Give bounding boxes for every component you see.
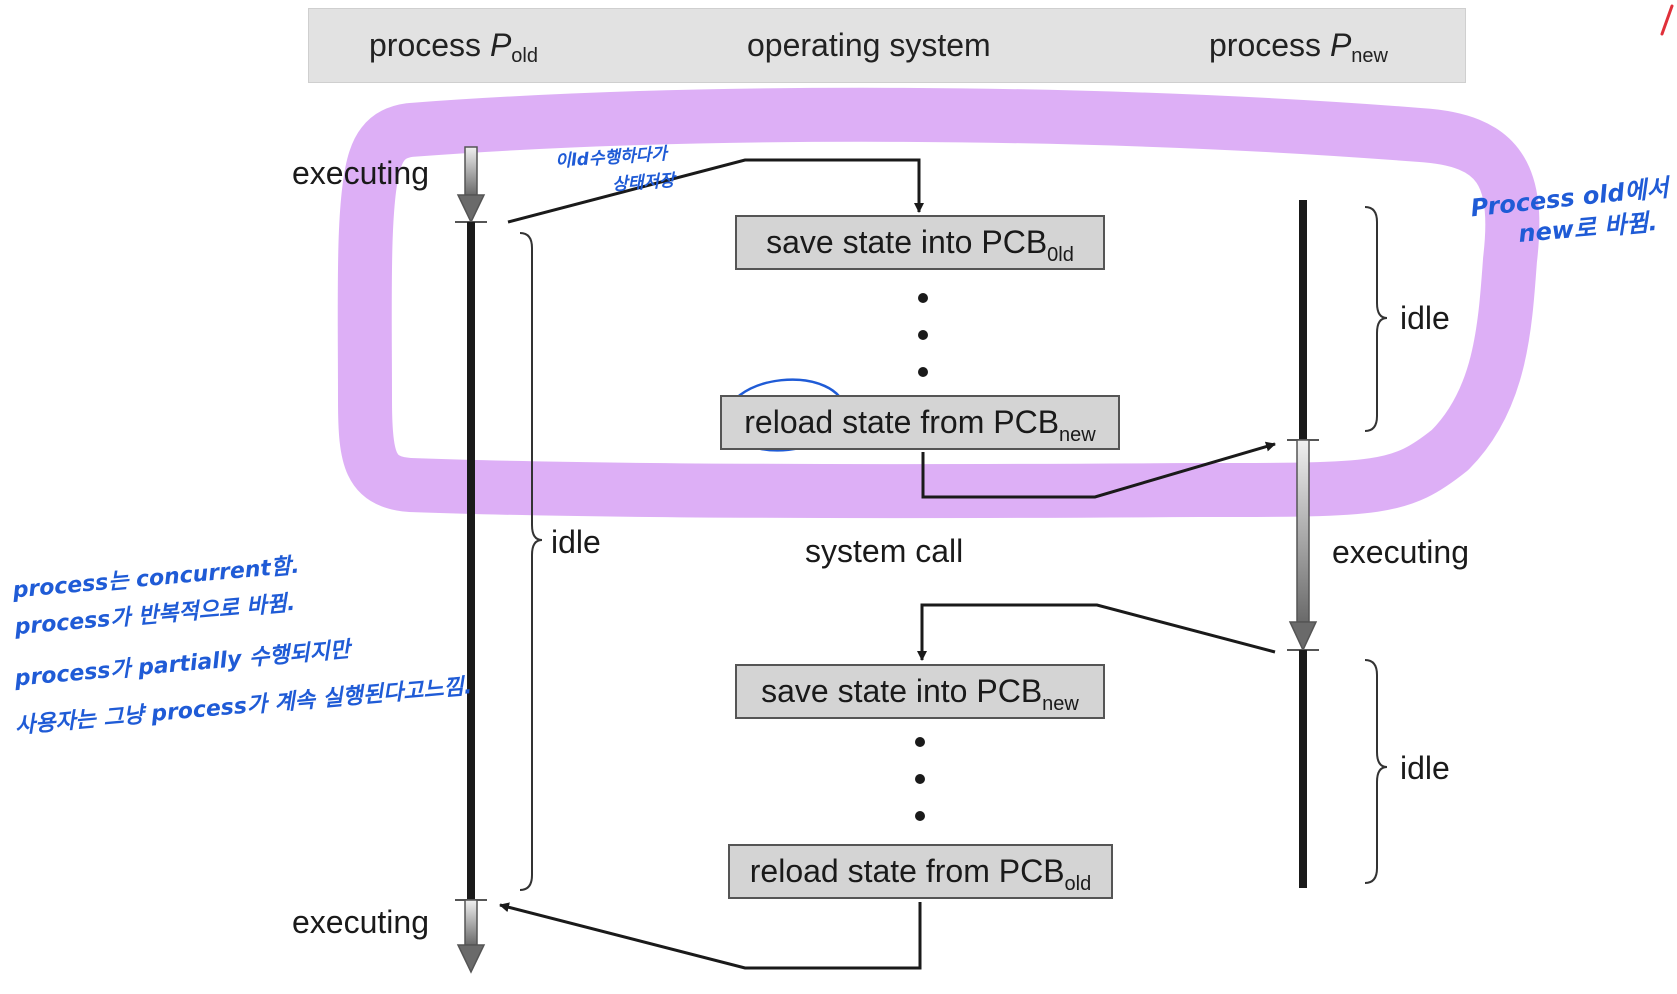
label-executing-old-top: executing [292, 155, 429, 191]
ellipsis-dot [918, 293, 928, 303]
label-executing-new: executing [1332, 534, 1469, 570]
highlight-loop [337, 87, 1540, 519]
flow-arrow-old-to-save [507, 158, 924, 224]
box-reload-state-pcb-old: reload state from PCBold [728, 844, 1113, 899]
ellipsis-dot [915, 811, 925, 821]
executing-arrow-new [1296, 439, 1310, 623]
timeline-process-old [455, 146, 487, 974]
flow-arrow-reload-to-old [499, 902, 922, 970]
header-process-new: process Pnew [1209, 27, 1388, 67]
handwritten-note-old-line2: 상태저장 [611, 170, 676, 196]
brace-idle-new-top [1364, 206, 1388, 432]
executing-arrowhead-old-top [456, 194, 486, 224]
label-idle-new-bottom: idle [1400, 750, 1450, 786]
header-process-old: process Pold [369, 27, 538, 67]
ellipsis-dot [918, 330, 928, 340]
flow-arrow-new-to-save [917, 603, 1276, 661]
header-bar: process Pold operating system process Pn… [308, 8, 1466, 83]
label-executing-old-bottom: executing [292, 904, 429, 940]
executing-arrowhead-old-bottom [456, 944, 486, 974]
label-idle-new-top: idle [1400, 300, 1450, 336]
header-operating-system: operating system [747, 27, 991, 63]
executing-arrow-old-bottom [464, 899, 478, 946]
ellipsis-dot [918, 367, 928, 377]
ellipsis-dot [915, 737, 925, 747]
brace-idle-new-bottom [1364, 659, 1388, 884]
flow-arrow-reload-to-new [921, 441, 1276, 499]
box-reload-state-pcb-new: reload state from PCBnew [720, 395, 1120, 450]
ellipsis-dot [915, 774, 925, 784]
idle-bar-new-bottom [1299, 650, 1307, 888]
idle-bar-old [467, 222, 475, 900]
executing-arrow-old-top [464, 146, 478, 196]
box-save-state-pcb-old: save state into PCB0ld [735, 215, 1105, 270]
brace-idle-old [519, 232, 543, 891]
executing-arrowhead-new [1288, 621, 1318, 652]
red-pen-mark [1660, 4, 1674, 36]
idle-bar-new-top [1299, 200, 1307, 440]
box-save-state-pcb-new: save state into PCBnew [735, 664, 1105, 719]
label-idle-old: idle [551, 524, 601, 560]
label-system-call: system call [805, 533, 964, 569]
timeline-process-new [1287, 200, 1319, 888]
